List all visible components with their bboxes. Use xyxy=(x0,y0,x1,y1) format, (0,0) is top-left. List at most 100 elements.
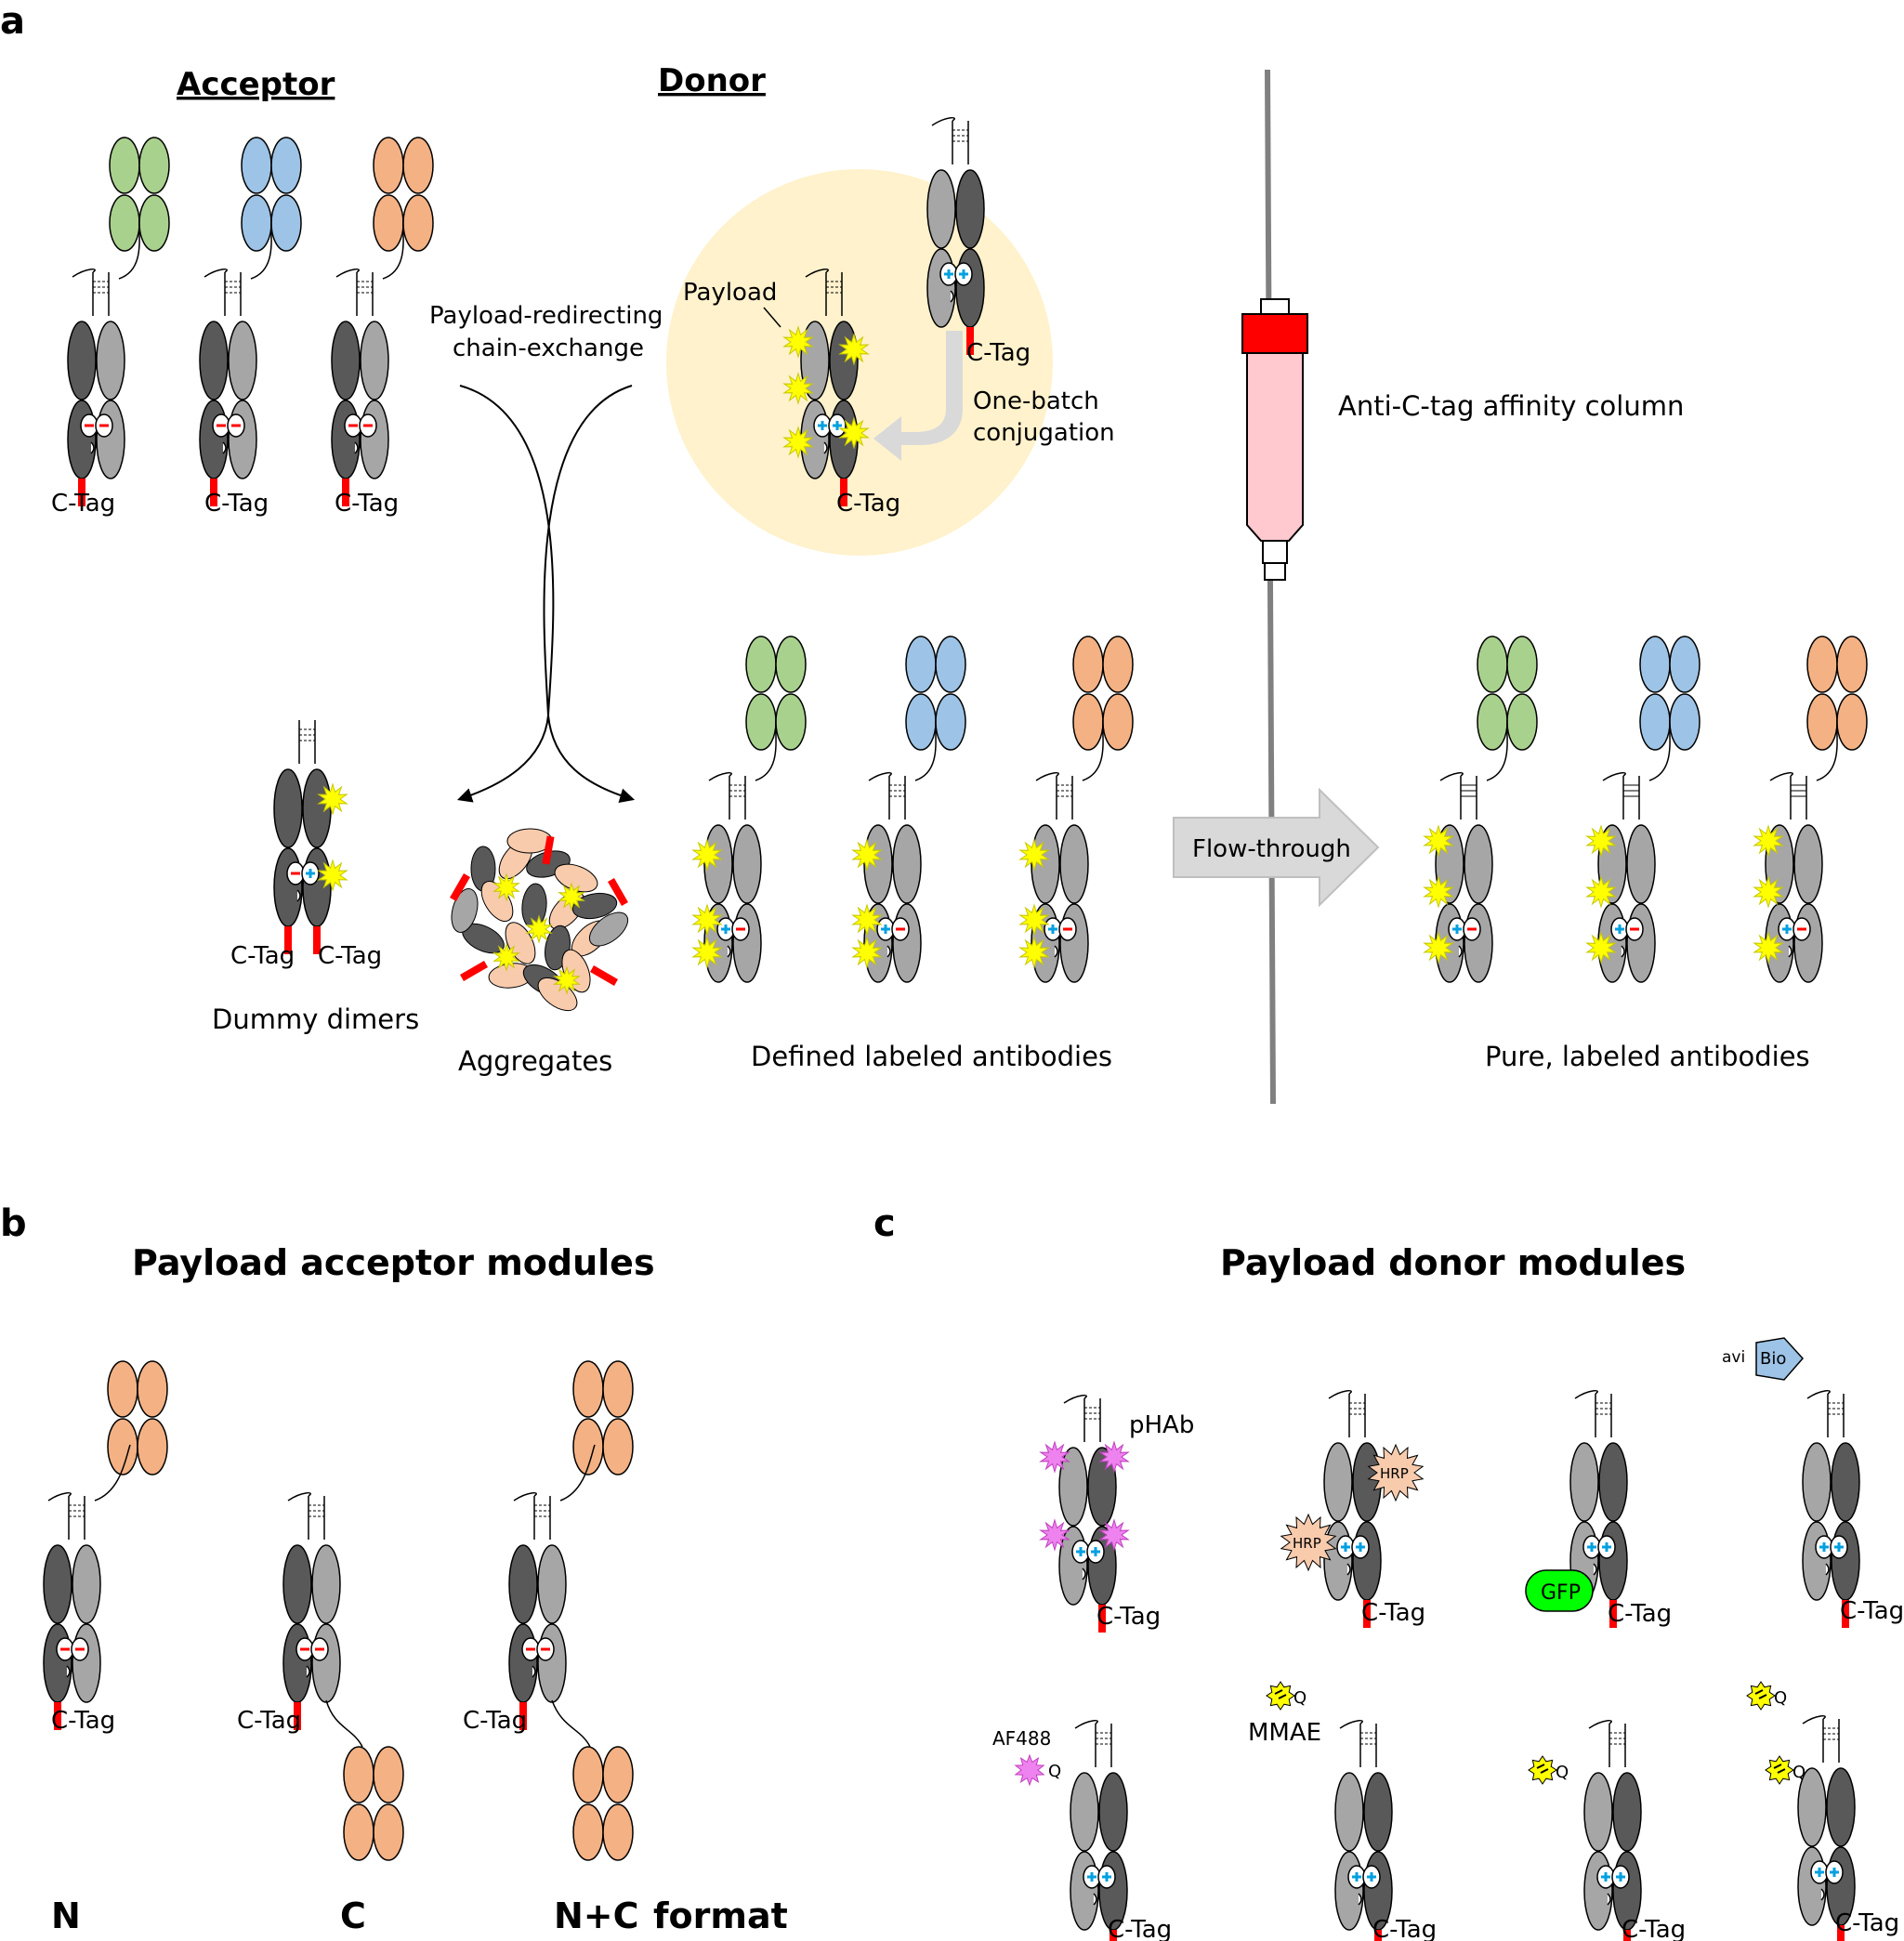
payload-star xyxy=(1423,824,1454,858)
knob xyxy=(1458,945,1463,958)
aggregate-chain xyxy=(451,888,479,933)
fab-domain xyxy=(1506,636,1538,693)
fab-domain xyxy=(109,137,140,194)
knob xyxy=(1054,945,1058,958)
heavy-chain xyxy=(199,400,229,479)
column-label: Anti-C-tag affinity column xyxy=(1338,390,1684,422)
exchange-arrow-left xyxy=(456,385,555,803)
light-chain xyxy=(1363,1772,1393,1852)
knob xyxy=(1093,1893,1097,1906)
heavy-chain xyxy=(1583,1851,1613,1931)
light-chain xyxy=(955,169,985,249)
q-label: Q xyxy=(1293,1688,1307,1708)
light-chain xyxy=(1098,1772,1128,1852)
aggregates-label: Aggregates xyxy=(458,1045,612,1077)
pure-labeled-antibody xyxy=(1423,636,1538,983)
tag-label: C-Tag xyxy=(463,1707,527,1735)
knob xyxy=(1082,1567,1086,1580)
format-n-plus-c: N+C xyxy=(554,1895,639,1936)
payload-star xyxy=(851,838,883,872)
payload-star xyxy=(782,325,814,359)
c-tag-bar xyxy=(840,479,847,506)
heavy-chain xyxy=(199,321,229,400)
tag-label: C-Tag xyxy=(1608,1600,1672,1628)
fab-domain xyxy=(343,1803,374,1861)
heavy-chain xyxy=(1070,1851,1099,1931)
fab-domain xyxy=(1102,693,1134,751)
c-tag-bar xyxy=(78,479,85,506)
donor-module-gfp xyxy=(1569,1389,1628,1628)
conjugation-label-line2: conjugation xyxy=(973,419,1115,447)
mmae-label: MMAE xyxy=(1248,1719,1321,1747)
c-tag-bar xyxy=(519,1702,527,1730)
linker xyxy=(708,771,732,781)
fab-linker xyxy=(1082,719,1104,781)
heavy-chain xyxy=(1323,1442,1353,1522)
payload-star xyxy=(1585,931,1617,964)
tag-label: C-Tag xyxy=(966,339,1031,367)
knob xyxy=(90,441,95,454)
fab-domain xyxy=(1102,636,1134,693)
payload-label: Payload xyxy=(683,279,777,307)
c-tag-bar xyxy=(1110,1930,1117,1941)
c-tag-bar xyxy=(1363,1600,1371,1628)
linker xyxy=(1602,771,1626,781)
payload-star xyxy=(691,838,723,872)
biotin-shape xyxy=(1755,1337,1805,1381)
aggregate-tag xyxy=(460,961,488,981)
tag-label: C-Tag xyxy=(204,490,269,518)
fab-linker xyxy=(94,1444,131,1502)
format-n: N xyxy=(51,1895,81,1936)
af488-badge: Q xyxy=(1014,1753,1061,1787)
donor-module-mmae-2 xyxy=(1583,1719,1642,1941)
donor-module-mmae-4 xyxy=(1797,1714,1856,1941)
knob xyxy=(354,441,359,454)
exchange-arrow-right xyxy=(543,385,636,803)
fab-domain xyxy=(241,137,272,194)
fab-domain xyxy=(935,693,966,751)
fab-domain xyxy=(241,194,272,252)
payload-star xyxy=(1018,903,1050,937)
fab-domain xyxy=(373,1803,404,1861)
linker xyxy=(204,268,228,278)
knob xyxy=(222,441,227,454)
c-tag-bar xyxy=(210,479,217,506)
knob xyxy=(1788,945,1792,958)
tag-label: C-Tag xyxy=(318,942,382,970)
light-chain xyxy=(892,824,922,904)
defined-labeled-antibody xyxy=(851,636,966,983)
light-chain xyxy=(1059,824,1089,904)
fab-domain xyxy=(343,1746,374,1803)
heavy-chain xyxy=(926,248,956,328)
mmae-badge: Q xyxy=(1765,1755,1806,1785)
light-chain xyxy=(1831,1442,1860,1522)
light-chain xyxy=(1598,1442,1628,1522)
acceptor-header: Acceptor xyxy=(177,66,335,103)
conjugation-label-line1: One-batch xyxy=(973,387,1099,415)
tag-label: C-Tag xyxy=(1372,1916,1437,1941)
payload-star xyxy=(782,426,814,459)
aggregate-payload xyxy=(525,914,553,944)
linker xyxy=(72,268,96,278)
light-chain xyxy=(829,321,859,400)
heavy-chain xyxy=(273,847,303,927)
fab-domain xyxy=(373,137,404,194)
payload-star xyxy=(1098,1440,1130,1474)
payload-star xyxy=(317,859,348,892)
light-chain xyxy=(955,248,985,328)
knob xyxy=(1346,1563,1351,1576)
knob xyxy=(1825,1563,1830,1576)
q-label: Q xyxy=(1048,1762,1061,1781)
process-label-line1: Payload-redirecting xyxy=(429,302,663,330)
knob xyxy=(66,1665,71,1678)
payload-star xyxy=(1585,824,1617,858)
fab-domain xyxy=(572,1360,604,1418)
tag-label: C-Tag xyxy=(51,490,115,518)
c-tag-bar xyxy=(1623,1930,1631,1941)
drug-shape xyxy=(1266,1681,1295,1711)
fab-domain xyxy=(1477,636,1508,693)
hrp-label: HRP xyxy=(1293,1535,1321,1552)
fab-domain xyxy=(1836,693,1868,751)
payload-star xyxy=(851,936,883,969)
payload-star xyxy=(1018,838,1050,872)
